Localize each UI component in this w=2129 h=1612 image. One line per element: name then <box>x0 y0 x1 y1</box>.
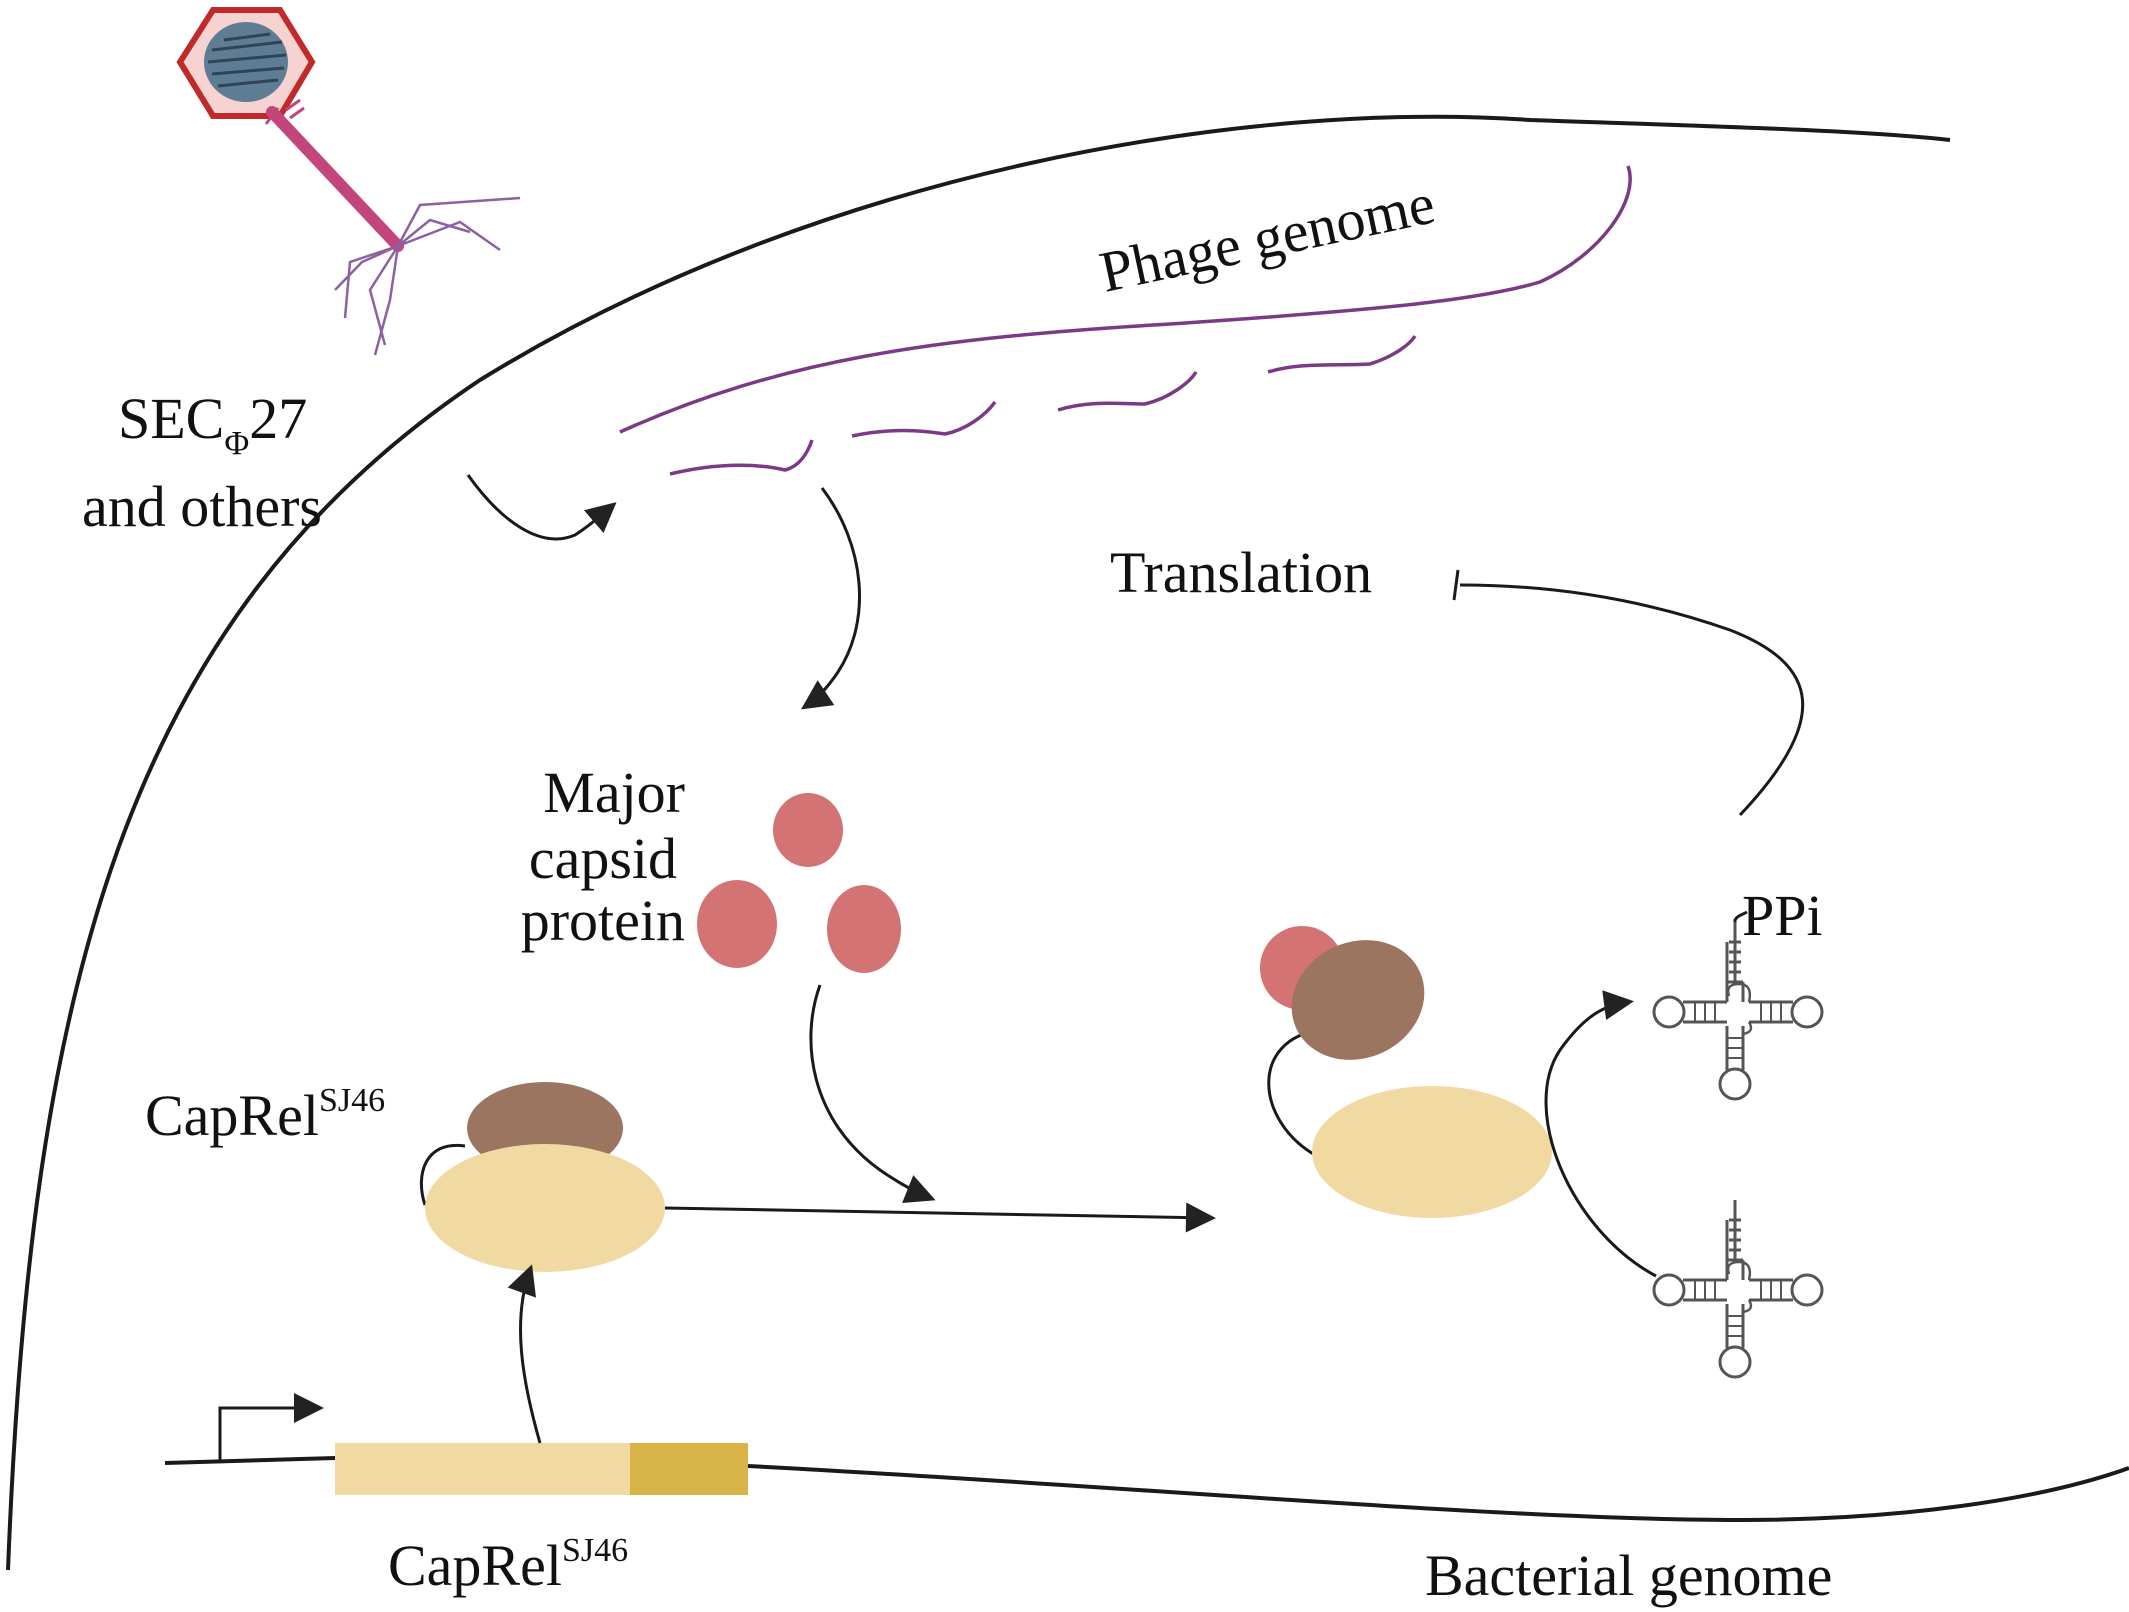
trna-unmodified-icon <box>1652 1198 1824 1379</box>
caprel-toxin-domain <box>425 1144 665 1272</box>
bacterial-genome-label: Bacterial genome <box>1425 1543 1832 1608</box>
expression-arrow <box>507 1264 542 1444</box>
trna-modification-arrow <box>1544 990 1657 1278</box>
phage-others-label: and others <box>82 474 322 539</box>
phage-genome-strand <box>619 165 1632 434</box>
major-capsid-label-line3: protein <box>521 888 685 953</box>
phage-mrna-fragment <box>1057 371 1198 412</box>
capsid-protein-subunit <box>697 880 777 968</box>
phage-name-label: SECΦ27 <box>118 386 307 462</box>
major-capsid-protein-cluster <box>697 793 901 973</box>
activation-arrow <box>664 1202 1216 1233</box>
capsid-protein-subunit <box>773 793 843 867</box>
translation-label: Translation <box>1110 540 1372 605</box>
phage-mrna-fragment <box>851 400 997 438</box>
capsid-binding-arrow <box>809 984 936 1204</box>
capsid-protein-subunit <box>827 885 901 973</box>
caprel-active-complex <box>1260 926 1552 1218</box>
phage-particle-icon <box>176 7 521 356</box>
translation-inhibition-line <box>1459 583 1805 817</box>
trna-modification-arrow <box>1589 1020 1700 1260</box>
translation-to-capsid-arrow <box>801 487 861 710</box>
trna-pyrophosphorylated-icon <box>1652 920 1824 1101</box>
caprel-gene-box <box>335 1443 630 1495</box>
phage-mrna-fragment <box>1267 334 1417 374</box>
major-capsid-label-line2: capsid <box>529 826 677 891</box>
inhibition-bar <box>1452 569 1460 601</box>
caprel-gene-end-segment <box>630 1443 748 1495</box>
caprel-toxin-domain <box>1312 1086 1552 1218</box>
phage-mrna-fragment <box>669 439 814 476</box>
caprel-complex-label: CapRelSJ46 <box>145 1082 385 1148</box>
promoter-arrow <box>218 1393 324 1460</box>
major-capsid-label-line1: Major <box>543 760 685 825</box>
caprel-gene-label: CapRelSJ46 <box>388 1532 628 1598</box>
cell-membrane <box>6 114 1951 1571</box>
phage-genome-label: Phage genome <box>1094 170 1440 304</box>
infection-arrow <box>466 474 617 541</box>
ppi-label: PPi <box>1742 883 1823 948</box>
caprel-antitoxin-domain <box>1291 940 1425 1060</box>
bacterial-genome-line <box>164 1456 2129 1523</box>
caprel-inactive-complex <box>419 1082 665 1272</box>
ppi-tag <box>1733 910 1748 922</box>
